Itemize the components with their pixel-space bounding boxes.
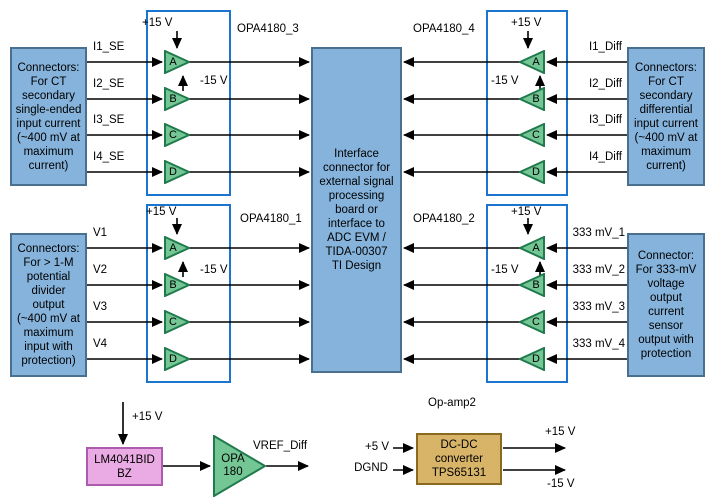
opamp-bottom-right-c: C [519,310,545,334]
group-label-opa4180-1: OPA4180_1 [240,213,302,225]
connector-box-ct-single-ended: Connectors: For CT secondary single-ende… [10,47,87,186]
opamp-bottom-right-b: B [519,273,545,297]
supply-neg-label-top-left: -15 V [200,75,228,87]
signal-label-v3: V3 [93,301,108,313]
opamp-bottom-left-b: B [164,273,190,297]
supply-neg-label-bottom-left: -15 V [200,264,228,276]
signal-label-v1: V1 [93,227,108,239]
opamp-bottom-right-a: A [519,236,545,260]
opamp-group-box-opa4180-3 [146,10,231,196]
connector-box-ct-differential: Connectors: For CT secondary differentia… [627,47,705,186]
supply-pos-label-bottom-left: +15 V [146,206,177,218]
signal-label-i2-diff: I2_Diff [588,78,622,90]
opamp2-label: Op-amp2 [428,397,476,409]
opamp-top-right-b: B [519,87,545,111]
supply-neg-label-top-right: -15 V [491,75,519,87]
signal-label-i2-se: I2_SE [93,78,125,90]
opamp-bottom-right-d: D [519,347,545,371]
opamp-top-left-b: B [164,87,190,111]
supply-neg-label-bottom-right: -15 V [491,264,519,276]
connector-box-potential-divider: Connectors: For > 1-M potential divider … [10,233,87,377]
opamp-top-left-d: D [164,160,190,184]
group-label-opa4180-2: OPA4180_2 [413,213,475,225]
signal-label-i1-se: I1_SE [93,41,125,53]
opamp-bottom-left-a: A [164,236,190,260]
signal-label-v4: V4 [93,338,108,350]
opamp-top-left-a: A [164,50,190,74]
signal-label-i3-diff: I3_Diff [588,114,622,126]
opamp-bottom-left-c: C [164,310,190,334]
signal-label-v2: V2 [93,264,108,276]
signal-label-i3-se: I3_SE [93,114,125,126]
vref-supply-label: +15 V [132,411,163,423]
interface-connector-box: Interface connector for external signal … [311,47,402,373]
signal-label-333mv-1: 333 mV_1 [572,227,625,239]
dcdc-out-pos-label: +15 V [545,426,576,438]
supply-pos-label-top-right: +15 V [511,17,542,29]
signal-label-333mv-4: 333 mV_4 [572,338,625,350]
opamp-group-box-opa4180-1 [146,204,231,383]
opamp-top-right-c: C [519,123,545,147]
supply-pos-label-bottom-right: +15 V [511,206,542,218]
group-label-opa4180-3: OPA4180_3 [237,23,299,35]
dcdc-in-5v-label: +5 V [365,441,389,453]
opamp-group-box-opa4180-4 [486,10,568,196]
opamp-top-right-a: A [519,50,545,74]
signal-label-i4-se: I4_SE [93,151,125,163]
opamp-bottom-left-d: D [164,347,190,371]
opamp-top-left-c: C [164,123,190,147]
opamp-group-box-opa4180-2 [486,204,568,383]
opamp-top-right-d: D [519,160,545,184]
dcdc-in-dgnd-label: DGND [354,462,388,474]
dcdc-out-neg-label: -15 V [547,478,575,490]
regulator-box-lm4041: LM4041BID BZ [86,447,163,486]
group-label-opa4180-4: OPA4180_4 [413,23,475,35]
connector-box-333mv-sensor: Connector: For 333-mV voltage output cur… [627,233,705,377]
opamp-opa180-vref: OPA 180 [213,435,267,497]
supply-pos-label-top-left: +15 V [142,17,173,29]
signal-label-333mv-2: 333 mV_2 [572,264,625,276]
vref-out-label: VREF_Diff [253,440,308,452]
signal-label-i4-diff: I4_Diff [588,151,622,163]
signal-label-i1-diff: I1_Diff [588,41,622,53]
signal-label-333mv-3: 333 mV_3 [572,301,625,313]
dcdc-box-tps65131: DC-DC converter TPS65131 [416,433,502,485]
